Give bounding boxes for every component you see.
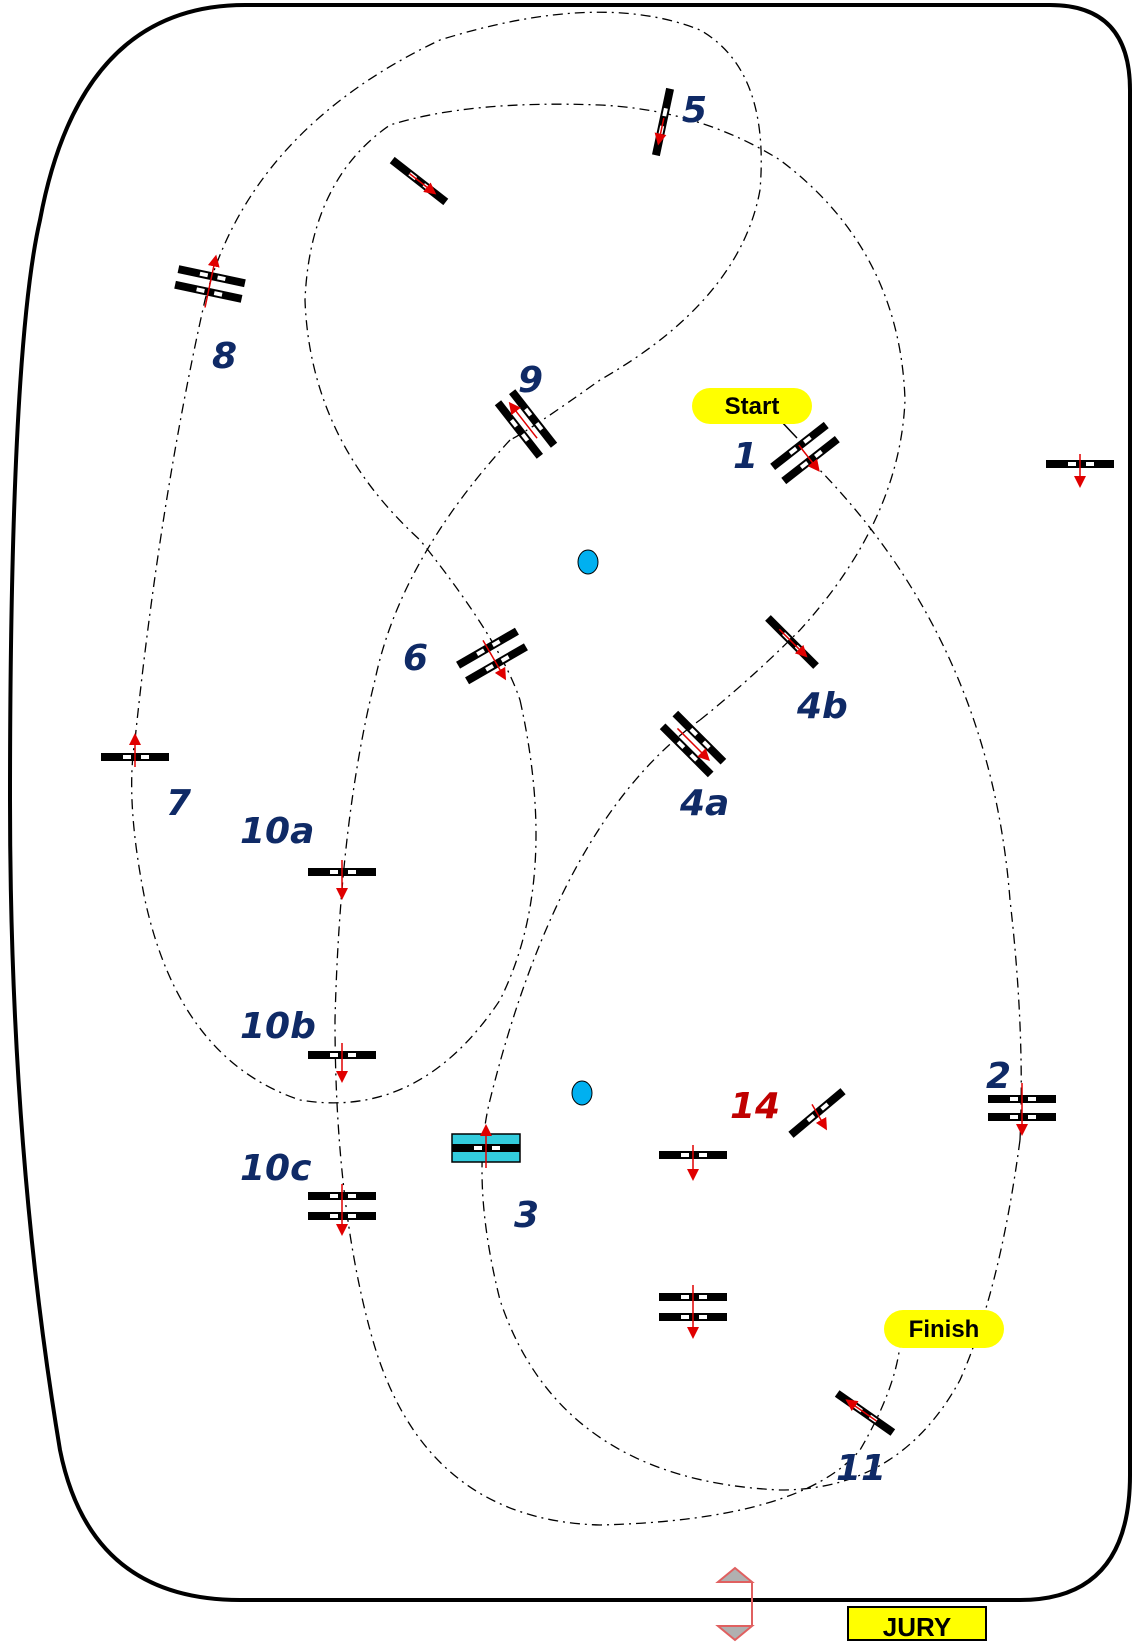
number-10a: 10a (240, 811, 314, 852)
number-6: 6 (403, 638, 428, 679)
obstacle-6 (456, 627, 528, 685)
number-3: 3 (514, 1195, 539, 1236)
obstacle-unnumbered-top (389, 156, 449, 206)
obstacle-unnumbered-mid (659, 1145, 727, 1181)
number-11: 11 (836, 1448, 886, 1489)
obstacle-4b (765, 615, 819, 669)
obstacle-10b (308, 1043, 376, 1083)
obstacle-14 (788, 1088, 846, 1138)
obstacle-1 (770, 421, 840, 485)
number-8: 8 (212, 336, 237, 377)
obstacle-5 (652, 87, 674, 157)
obstacle-7 (101, 733, 169, 767)
obstacle-4a (659, 710, 727, 778)
finish-label: Finish (884, 1310, 1004, 1348)
number-9: 9 (518, 360, 543, 401)
number-4a: 4a (679, 783, 729, 824)
obstacle-10c (308, 1184, 376, 1236)
number-1: 1 (733, 436, 758, 477)
number-10b: 10b (240, 1006, 316, 1047)
finish-text: Finish (909, 1316, 980, 1343)
number-2: 2 (986, 1056, 1011, 1097)
route-lines (131, 11, 1022, 1526)
water-marker (571, 1080, 593, 1106)
obstacle-3 (451, 1124, 521, 1168)
start-text: Start (725, 393, 780, 420)
start-label: Start (692, 388, 812, 424)
entrance-double-arrow (715, 1566, 755, 1642)
obstacle-9 (494, 389, 558, 459)
number-7: 7 (166, 783, 191, 824)
number-10c: 10c (240, 1148, 311, 1189)
obstacle-11 (834, 1390, 896, 1436)
obstacle-8 (174, 254, 246, 308)
obstacle-unnumbered-lower (659, 1285, 727, 1339)
jury-box: JURY (847, 1606, 987, 1642)
water-marker (577, 549, 599, 575)
number-14: 14 (730, 1086, 780, 1127)
obstacle-10a (308, 860, 376, 900)
jury-text: JURY (883, 1612, 951, 1642)
number-4b: 4b (796, 686, 848, 727)
obstacle-unnumbered-right (1046, 454, 1114, 488)
arena-boundary (7, 2, 1132, 1602)
number-5: 5 (682, 90, 707, 131)
obstacle-2 (988, 1083, 1056, 1136)
